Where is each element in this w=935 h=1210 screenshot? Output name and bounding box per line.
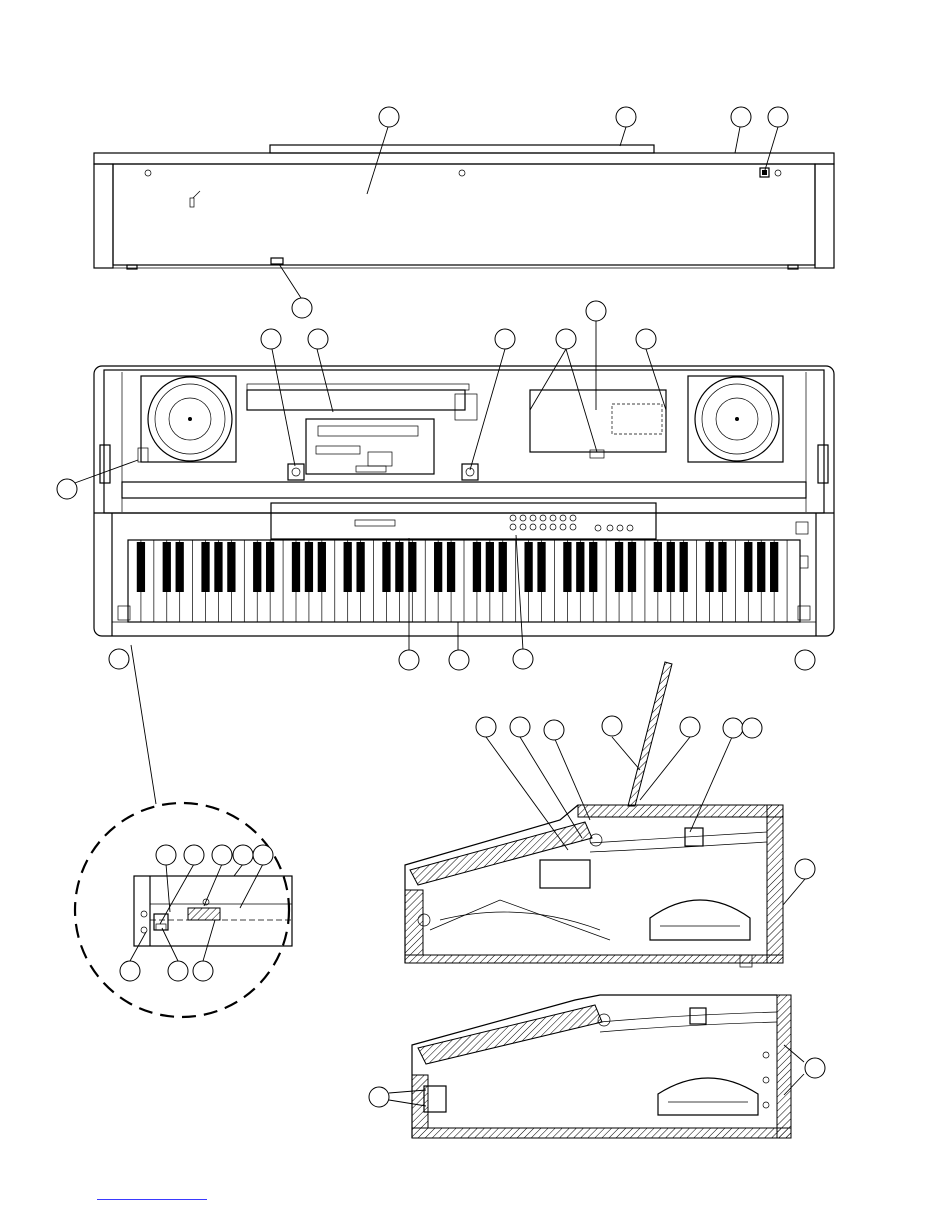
black-key: [627, 542, 637, 592]
black-key: [563, 542, 572, 592]
black-key: [382, 542, 391, 592]
black-key: [705, 542, 714, 592]
black-key: [162, 542, 171, 592]
black-key: [770, 542, 779, 592]
black-key: [666, 542, 675, 592]
panel-buttons: [509, 514, 634, 532]
black-key: [266, 542, 275, 592]
black-key: [343, 542, 352, 592]
black-key: [576, 542, 585, 592]
side-section-upper: [404, 661, 784, 968]
black-key: [744, 542, 753, 592]
black-key: [304, 542, 314, 592]
piano-keyboard: [136, 540, 788, 622]
rear-top-view: [93, 144, 835, 270]
black-key: [395, 542, 404, 592]
black-key: [227, 542, 236, 592]
black-key: [136, 542, 146, 592]
black-key: [446, 542, 456, 592]
black-key: [653, 542, 662, 592]
footer-link-underline[interactable]: [97, 1199, 207, 1200]
black-key: [472, 542, 482, 592]
black-key: [175, 542, 184, 592]
black-key: [253, 542, 262, 592]
black-key: [485, 542, 494, 592]
leader-lines: [71, 126, 806, 1107]
black-key: [408, 542, 417, 592]
black-key: [317, 542, 326, 592]
black-key: [214, 542, 223, 592]
black-key: [498, 542, 507, 592]
side-section-lower: [411, 994, 792, 1139]
black-key: [537, 542, 546, 592]
black-key: [356, 542, 365, 592]
top-internal-view: [93, 365, 835, 637]
black-key: [291, 542, 301, 592]
black-key: [757, 542, 766, 592]
black-key: [201, 542, 210, 592]
black-key: [614, 542, 624, 592]
black-key: [524, 542, 533, 592]
callout-circles: [56, 106, 826, 1108]
black-key: [589, 542, 598, 592]
detail-circle: [73, 644, 293, 1019]
black-key: [679, 542, 688, 592]
black-key: [718, 542, 727, 592]
black-key: [434, 542, 443, 592]
